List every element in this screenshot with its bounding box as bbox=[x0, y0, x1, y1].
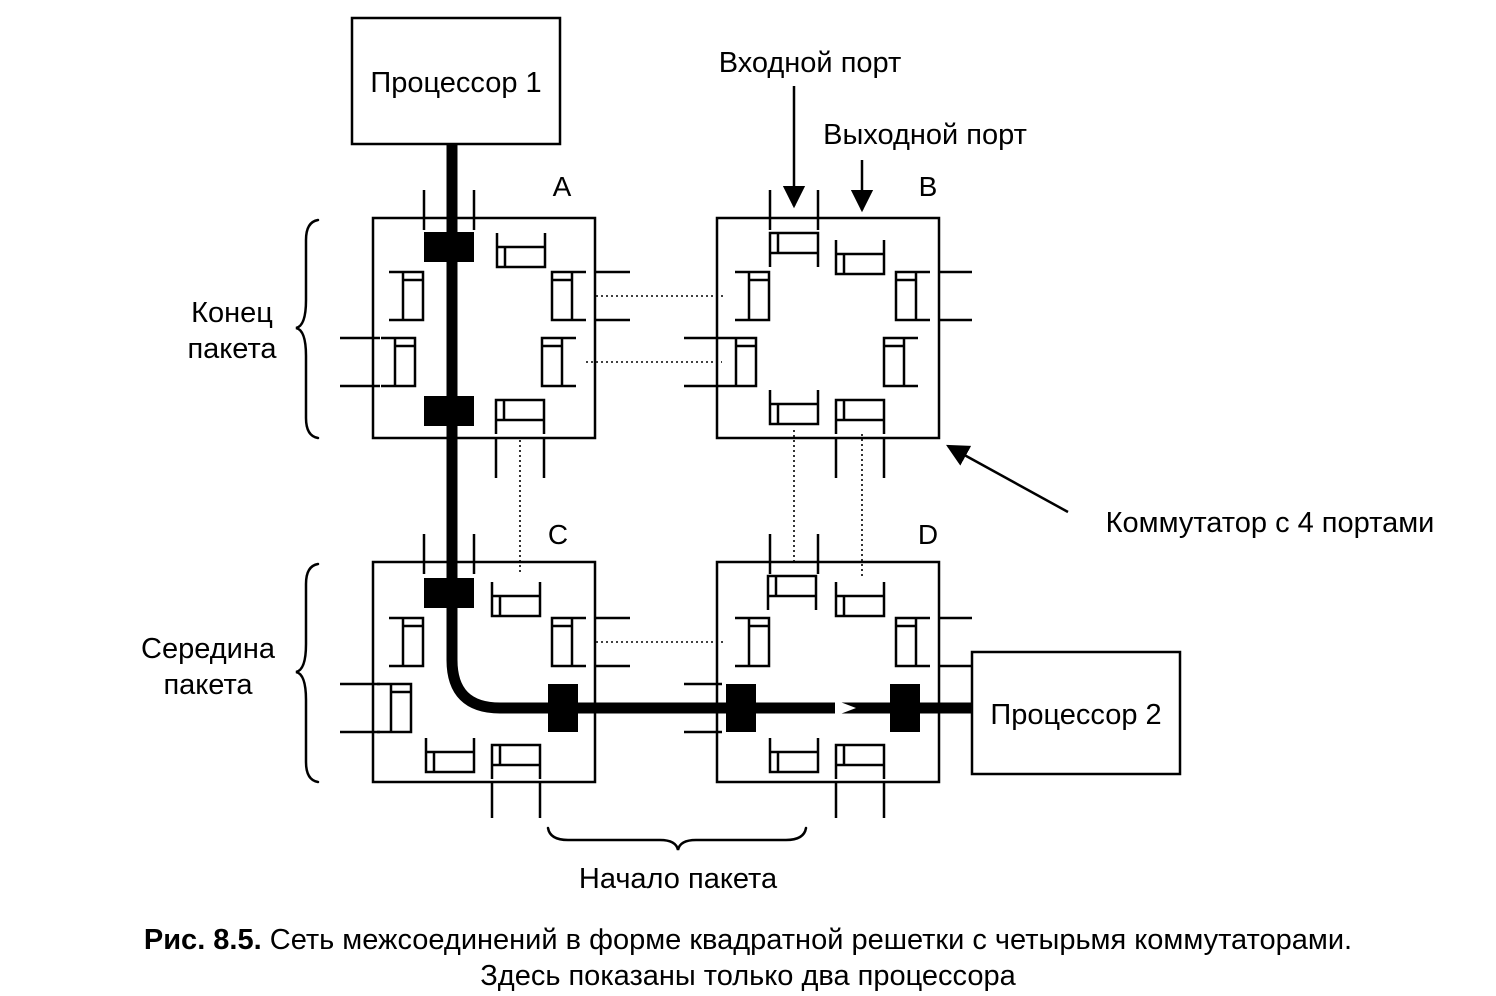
figure-caption: Рис. 8.5. Сеть межсоединений в форме ква… bbox=[0, 922, 1496, 994]
svg-text:пакета: пакета bbox=[163, 669, 253, 701]
svg-text:Начало пакета: Начало пакета bbox=[579, 863, 778, 895]
switch-a: A bbox=[340, 171, 630, 478]
processor-2: Процессор 2 bbox=[970, 650, 1182, 776]
output-port-annotation: Выходной порт bbox=[823, 119, 1027, 213]
caption-line-2: Здесь показаны только два процессора bbox=[480, 960, 1016, 992]
switch-c: C bbox=[340, 519, 630, 818]
processor-2-label: Процессор 2 bbox=[990, 699, 1161, 731]
svg-text:Коммутатор с 4 портами: Коммутатор с 4 портами bbox=[1106, 507, 1435, 539]
svg-text:Конец: Конец bbox=[191, 297, 273, 329]
switch-a-label: A bbox=[553, 171, 572, 202]
packet-middle-annotation: Середина пакета bbox=[141, 562, 320, 784]
packet-start-annotation: Начало пакета bbox=[546, 826, 808, 895]
mesh-network-diagram: Процессор 1 Процессор 2 A bbox=[141, 16, 1435, 895]
svg-text:Середина: Середина bbox=[141, 633, 276, 665]
caption-number: Рис. 8.5. bbox=[143, 924, 262, 956]
switch-b-label: B bbox=[919, 171, 938, 202]
packet-end-annotation: Конец пакета bbox=[187, 218, 320, 440]
switch-4-ports-annotation: Коммутатор с 4 портами bbox=[946, 444, 1435, 539]
caption-text-1: Сеть межсоединений в форме квадратной ре… bbox=[269, 924, 1353, 956]
caption-line-1: Рис. 8.5. Сеть межсоединений в форме ква… bbox=[0, 922, 1496, 958]
processor-1: Процессор 1 bbox=[350, 16, 562, 146]
svg-text:Выходной порт: Выходной порт bbox=[823, 119, 1027, 151]
input-port-annotation: Входной порт bbox=[719, 47, 902, 209]
switch-d-label: D bbox=[918, 519, 938, 550]
svg-text:Входной порт: Входной порт bbox=[719, 47, 902, 79]
switch-d: D bbox=[684, 519, 972, 818]
svg-text:пакета: пакета bbox=[187, 333, 277, 365]
packet-path bbox=[424, 144, 972, 732]
processor-1-label: Процессор 1 bbox=[370, 67, 541, 99]
switch-c-label: C bbox=[548, 519, 568, 550]
switch-links bbox=[519, 295, 863, 643]
switch-b: B bbox=[684, 171, 972, 478]
